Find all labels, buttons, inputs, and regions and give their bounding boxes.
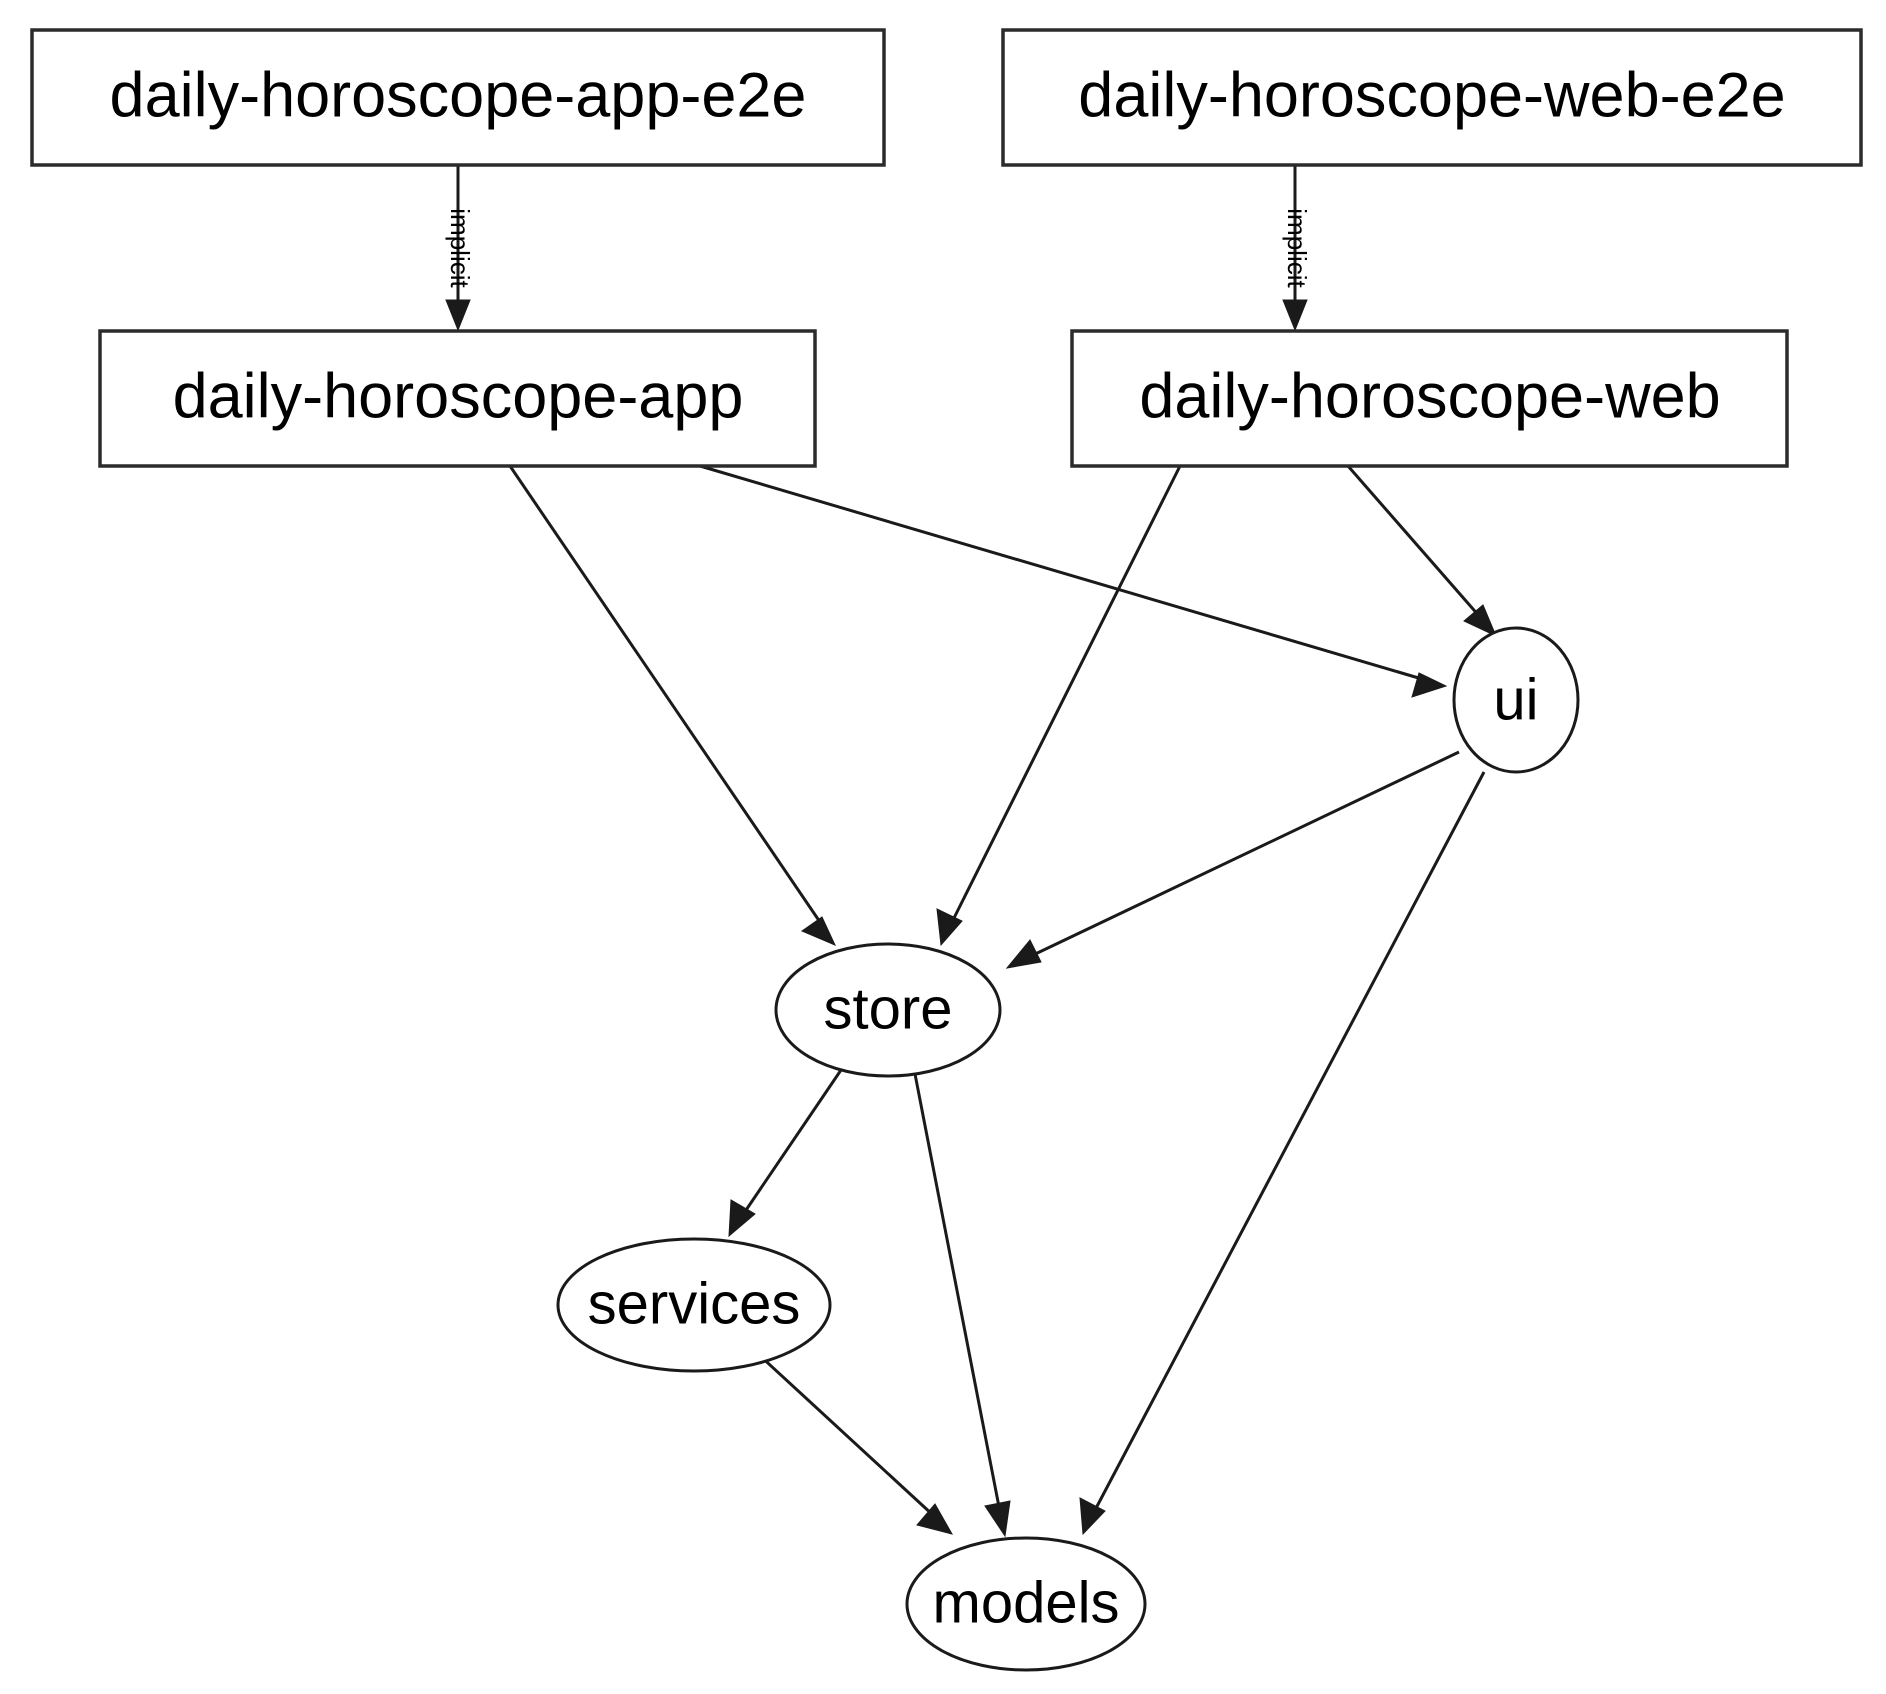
edge-label-app-implicit: implicit: [445, 208, 475, 288]
edge-ui-to-models: [1079, 771, 1486, 1536]
node-label-daily-horoscope-web-e2e: daily-horoscope-web-e2e: [1078, 61, 1785, 131]
node-daily-horoscope-app[interactable]: daily-horoscope-app: [98, 329, 817, 468]
edge-web-e2e-to-web: [1282, 166, 1308, 332]
node-daily-horoscope-web-e2e[interactable]: daily-horoscope-web-e2e: [1001, 28, 1863, 167]
node-label-ui: ui: [1493, 667, 1538, 732]
node-label-daily-horoscope-app-e2e: daily-horoscope-app-e2e: [110, 61, 807, 131]
node-services[interactable]: services: [556, 1237, 832, 1373]
node-label-store: store: [824, 976, 953, 1041]
edge-label-web-implicit: implicit: [1282, 208, 1312, 288]
node-daily-horoscope-web[interactable]: daily-horoscope-web: [1070, 329, 1789, 468]
edge-services-to-models: [755, 1351, 954, 1535]
edge-ui-to-store: [1005, 750, 1460, 969]
node-ui[interactable]: ui: [1452, 626, 1580, 774]
edge-store-to-services: [728, 1069, 843, 1238]
edge-store-to-models: [913, 1073, 1011, 1538]
node-models[interactable]: models: [905, 1536, 1147, 1672]
node-label-models: models: [933, 1570, 1120, 1635]
edge-app-to-ui: [699, 464, 1448, 698]
node-store[interactable]: store: [774, 942, 1002, 1078]
edge-web-to-store: [936, 465, 1182, 947]
node-label-services: services: [588, 1271, 801, 1336]
edge-web-to-ui: [1346, 465, 1497, 638]
node-label-daily-horoscope-app: daily-horoscope-app: [173, 362, 744, 432]
node-daily-horoscope-app-e2e[interactable]: daily-horoscope-app-e2e: [30, 28, 886, 167]
edge-app-e2e-to-app: [445, 166, 471, 332]
edge-app-to-store: [508, 465, 837, 946]
node-label-daily-horoscope-web: daily-horoscope-web: [1139, 362, 1720, 432]
